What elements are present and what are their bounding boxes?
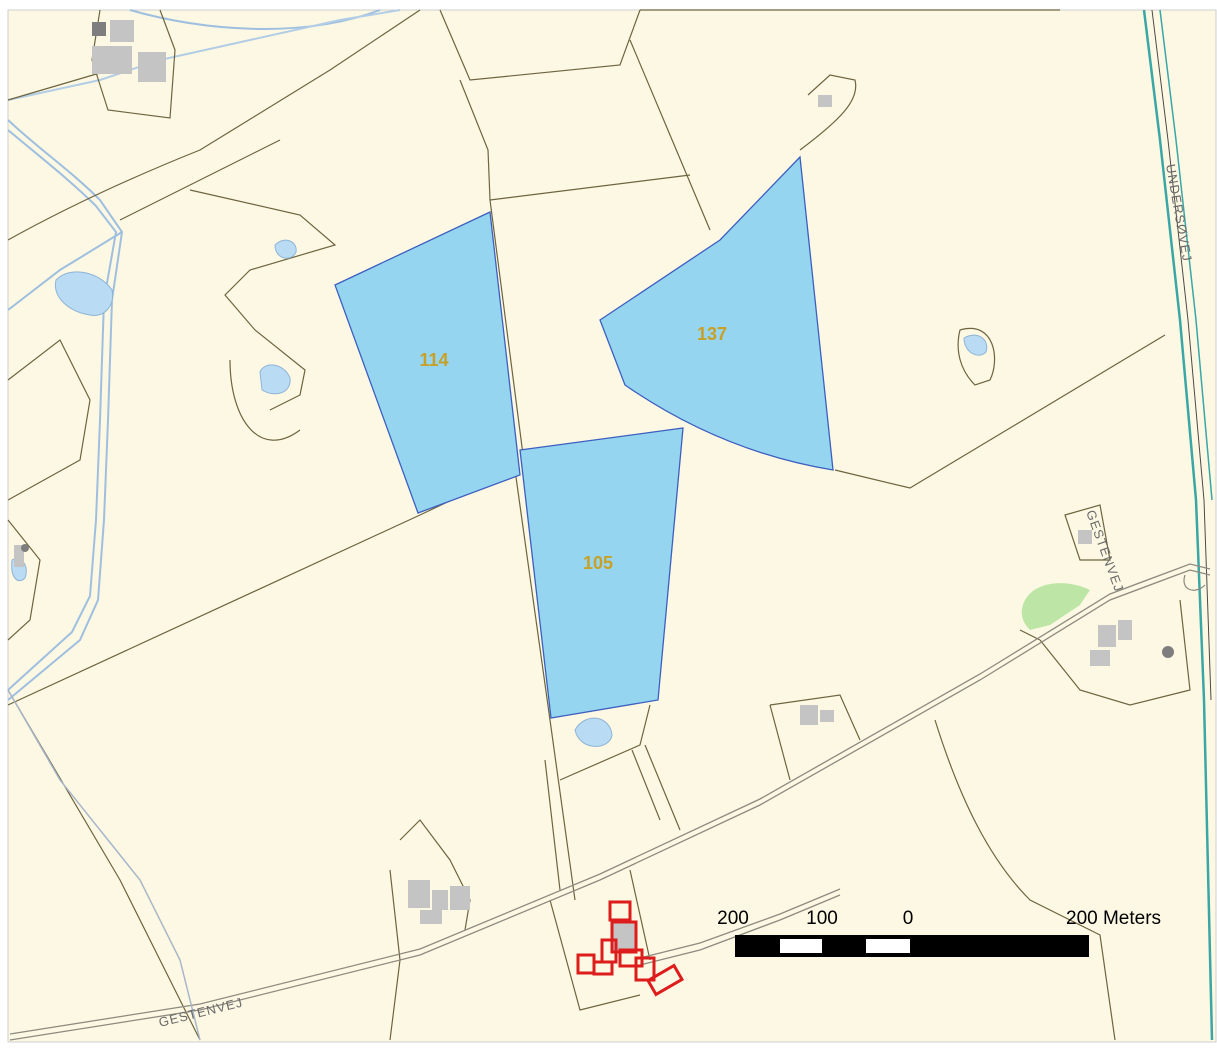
scale-tick-200: 200 [717,908,749,929]
scale-end-label: 200 Meters [1066,908,1161,929]
parcel-label-114: 114 [419,350,448,370]
buildings [14,20,1174,924]
road-gestenvej [9,563,1211,1041]
parcel-label-137: 137 [697,324,727,344]
side-lane [7,689,201,1041]
highlighted-parcels[interactable] [334,155,834,719]
parcel-105[interactable] [519,427,684,719]
parcel-137[interactable] [599,155,834,471]
scale-tick-100: 100 [806,908,838,929]
scale-tick-0: 0 [903,908,914,929]
park-area [1021,583,1090,630]
selected-building[interactable] [576,900,685,997]
scale-bar: 200 100 0 200 Meters [717,908,1161,957]
railway-line [1142,9,1214,1041]
parcel-label-105: 105 [583,553,613,573]
parcel-114[interactable] [334,211,521,514]
stream [7,9,401,701]
